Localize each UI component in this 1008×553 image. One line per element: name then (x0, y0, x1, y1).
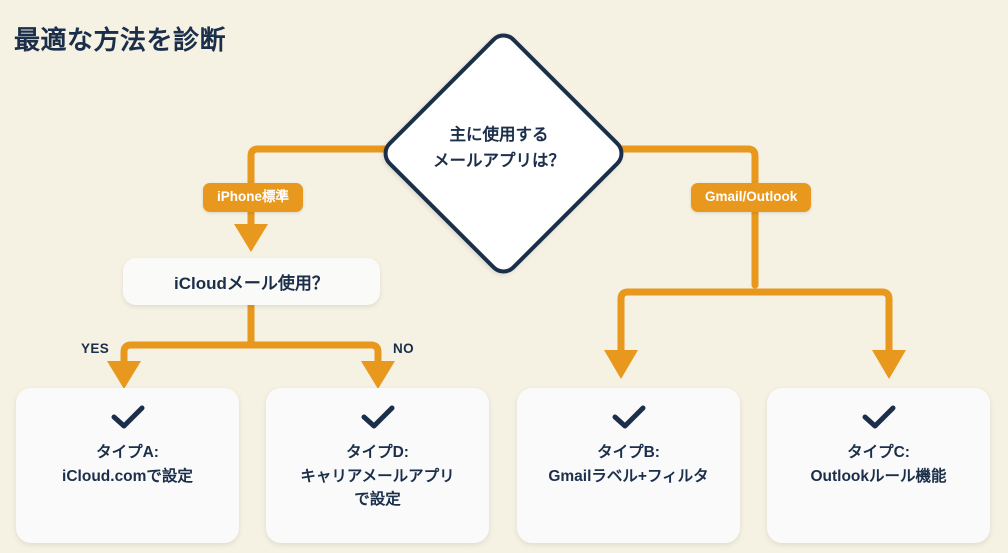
result-card-label: タイプA: iCloud.comで設定 (62, 444, 193, 485)
arrowhead-to-card-a (107, 361, 141, 389)
result-card-label: タイプC: Outlookルール機能 (810, 444, 947, 485)
arrowhead-to-card-c (872, 350, 906, 379)
decision-node-icloud-mail[interactable]: iCloudメール使用？ (123, 258, 380, 305)
result-card-type-a[interactable]: タイプA: iCloud.comで設定 (16, 388, 239, 543)
diamond-label-line1: 主に使用する (449, 126, 549, 145)
edge-label-yes: YES (81, 341, 110, 356)
edge-label-no: NO (393, 341, 415, 356)
result-card-type-b[interactable]: タイプB: Gmailラベル+フィルタ (517, 388, 740, 543)
result-card-label: タイプD: キャリアメールアプリ で設定 (300, 444, 455, 509)
check-icon (361, 405, 394, 429)
branch-badge-gmail-outlook[interactable]: Gmail/Outlook (691, 183, 812, 212)
arrowhead-to-card-d (361, 361, 395, 389)
result-card-label: タイプB: Gmailラベル+フィルタ (548, 444, 709, 485)
edge-right-split-bar (617, 288, 893, 356)
check-icon (612, 405, 645, 429)
edge-q1-to-right-split (609, 145, 759, 289)
edge-q1-to-q2 (247, 145, 389, 234)
check-icon (111, 405, 144, 429)
edge-q2-split-bar (120, 341, 382, 368)
arrowhead-to-card-b (604, 350, 638, 379)
diamond-label-line2: メールアプリは？ (433, 152, 565, 170)
check-icon (862, 405, 895, 429)
arrowhead-to-q2 (234, 224, 268, 252)
diamond-label: 主に使用する メールアプリは？ (378, 28, 620, 270)
decision-node-mail-app[interactable]: 主に使用する メールアプリは？ (376, 26, 630, 280)
result-card-type-c[interactable]: タイプC: Outlookルール機能 (767, 388, 990, 543)
page-title: 最適な方法を診断 (14, 25, 227, 55)
result-card-type-d[interactable]: タイプD: キャリアメールアプリ で設定 (266, 388, 489, 543)
branch-badge-iphone-standard[interactable]: iPhone標準 (203, 183, 304, 212)
